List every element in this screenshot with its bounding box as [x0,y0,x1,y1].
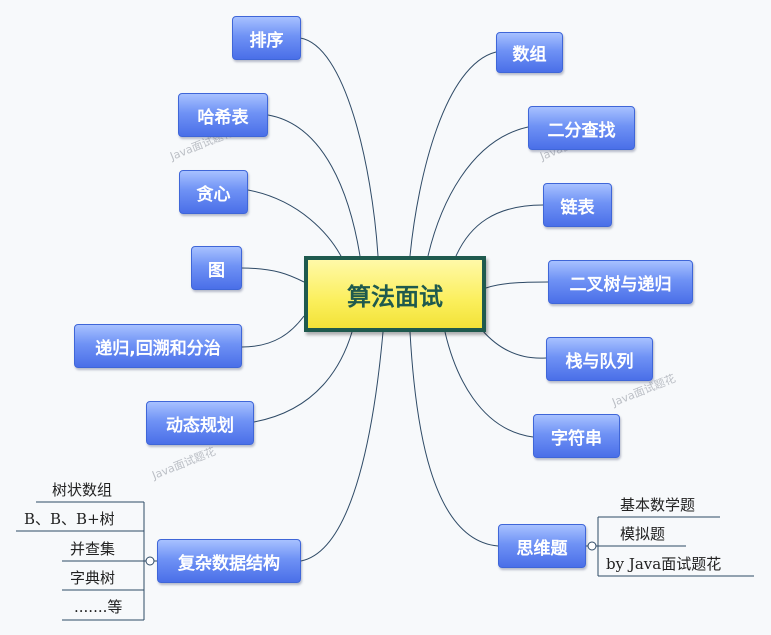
topic-string[interactable]: 字符串 [533,414,620,458]
topic-binary-search[interactable]: 二分查找 [528,106,635,150]
connector-dp [253,331,353,423]
topic-recursion-backtracking[interactable]: 递归,回溯和分治 [74,324,242,368]
topic-greedy[interactable]: 贪心 [179,170,248,214]
connector-complex-ds [300,331,384,562]
connector-sorting [299,37,379,257]
connector-stack-queue [481,329,547,359]
connector-array [409,51,497,257]
connector-thinking [409,331,499,547]
subitem-b-trees[interactable]: B、B、B+树 [24,510,115,528]
subitem-trie[interactable]: 字典树 [70,569,116,587]
topic-array[interactable]: 数组 [496,32,563,73]
connector-graph [240,267,305,283]
connector-greedy [247,189,343,259]
connector-recursion [241,315,305,348]
connector-binary-search [427,126,529,257]
collapse-handle-right [587,541,597,551]
subitem-etc[interactable]: .......等 [74,598,123,616]
topic-graph[interactable]: 图 [191,246,242,290]
topic-dynamic-programming[interactable]: 动态规划 [146,401,254,445]
collapse-handle-left [145,556,155,566]
topic-complex-data-structures[interactable]: 复杂数据结构 [157,539,301,583]
subitem-fenwick-tree[interactable]: 树状数组 [52,481,113,499]
topic-hash-table[interactable]: 哈希表 [178,93,268,137]
subitem-by-author[interactable]: by Java面试题花 [606,555,722,573]
subitem-simulation[interactable]: 模拟题 [620,525,666,543]
connector-hash-table [267,114,361,257]
connector-binary-tree [485,281,549,289]
connector-string [444,331,534,438]
topic-linked-list[interactable]: 链表 [543,183,612,227]
topic-thinking[interactable]: 思维题 [498,524,586,568]
topic-binary-tree-recursion[interactable]: 二叉树与递归 [548,260,693,304]
subitem-basic-math[interactable]: 基本数学题 [620,496,696,514]
subitem-union-find[interactable]: 并查集 [70,540,116,558]
topic-sorting[interactable]: 排序 [232,16,301,60]
connector-linked-list [455,204,544,257]
central-topic[interactable]: 算法面试 [304,256,486,332]
topic-stack-queue[interactable]: 栈与队列 [546,337,653,381]
